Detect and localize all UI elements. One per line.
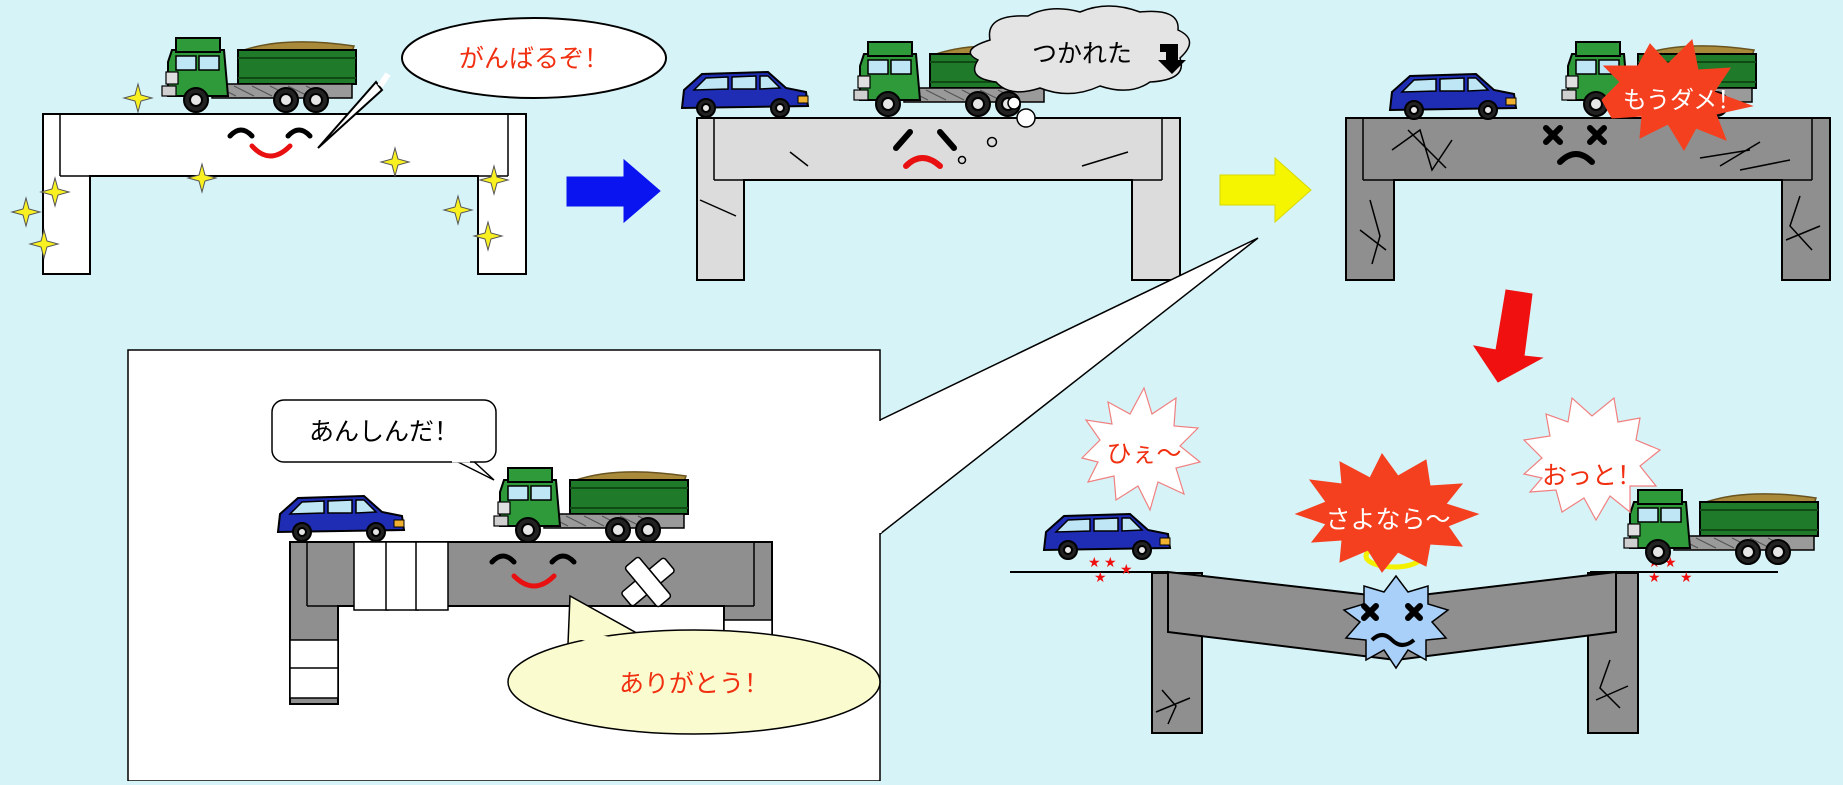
thought-bubble-tsukareta: つかれた xyxy=(969,5,1191,128)
tired-face-icon xyxy=(893,129,998,169)
car-icon xyxy=(1043,513,1171,560)
red-arrow-icon xyxy=(1472,289,1544,383)
happy-face-icon xyxy=(489,553,577,589)
panel-tired-bridge: つかれた xyxy=(681,5,1191,281)
speech-bubble-arigatou: ありがとう！ xyxy=(507,594,881,735)
panel-collapsed-bridge: ★ ★ ★ ★ ★ ★ ★ ★ ひぇ～ さよなら～ おっと！ xyxy=(1010,386,1819,734)
curved-arrow-icon xyxy=(1158,44,1186,74)
burst-moudame-text: もうダメ！ xyxy=(1623,86,1742,114)
car-icon xyxy=(681,71,809,118)
svg-text:★: ★ xyxy=(1680,570,1693,586)
burst-otto: おっと！ xyxy=(1522,396,1662,522)
panel-repaired-bridge: あんしんだ！ ありがとう！ xyxy=(127,237,1259,782)
burst-sayonara: さよなら～ xyxy=(1294,453,1480,573)
blue-arrow-icon xyxy=(566,158,661,224)
panel-new-bridge: がんばるぞ！ xyxy=(11,17,667,275)
thought-tsukareta: つかれた xyxy=(1032,39,1132,68)
svg-text:★: ★ xyxy=(1648,570,1661,586)
car-icon xyxy=(1389,73,1517,120)
dead-face-icon xyxy=(1342,574,1450,670)
speech-bubble-ganbaruzo: がんばるぞ！ xyxy=(317,17,667,149)
speech-arigatou: ありがとう！ xyxy=(619,669,769,698)
dump-truck-icon xyxy=(161,37,357,113)
speech-bubble-anshinda: あんしんだ！ xyxy=(271,399,497,481)
panel-damaged-bridge: もうダメ！ xyxy=(1345,38,1831,281)
speech-ganbaruzo: がんばるぞ！ xyxy=(459,44,609,73)
bandage-icon xyxy=(624,556,672,608)
knocked-out-face-icon xyxy=(1543,125,1607,165)
burst-sayonara-text: さよなら～ xyxy=(1325,505,1450,534)
happy-face-icon xyxy=(227,127,313,159)
svg-text:★: ★ xyxy=(1088,555,1101,571)
burst-otto-text: おっと！ xyxy=(1542,461,1642,490)
speech-anshinda: あんしんだ！ xyxy=(309,417,459,446)
yellow-arrow-icon xyxy=(1219,156,1312,224)
burst-hie-text: ひぇ～ xyxy=(1106,439,1181,468)
svg-text:★: ★ xyxy=(1120,562,1133,578)
svg-text:★: ★ xyxy=(1094,570,1107,586)
burst-moudame: もうダメ！ xyxy=(1601,38,1754,151)
burst-hie: ひぇ～ xyxy=(1080,386,1202,512)
svg-text:★: ★ xyxy=(1104,555,1117,571)
dump-truck-icon xyxy=(1623,489,1819,565)
